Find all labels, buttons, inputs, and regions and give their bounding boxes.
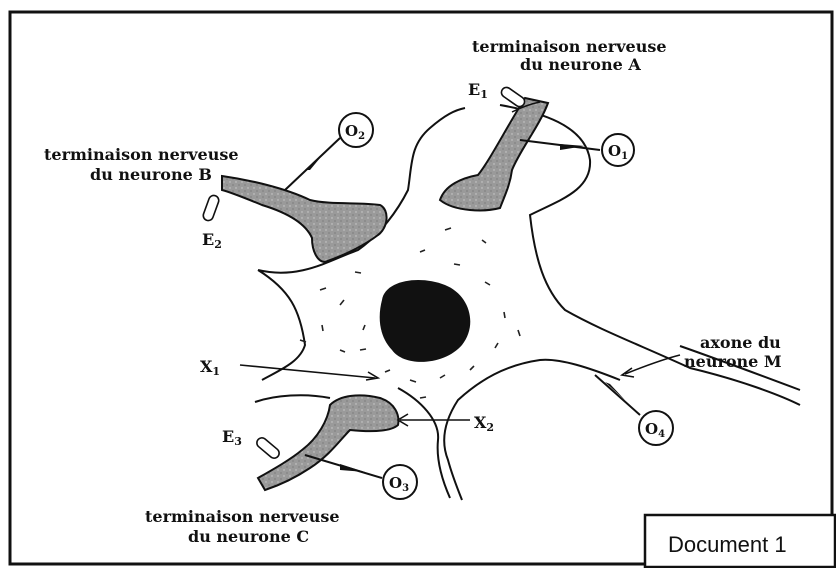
probe-o2 xyxy=(285,113,373,190)
terminal-neurone-a xyxy=(440,98,548,210)
label-neurone-c-line2: du neurone C xyxy=(188,527,309,546)
label-e3: E3 xyxy=(222,427,242,448)
label-axone-line2: neurone M xyxy=(684,352,782,371)
label-neurone-b-line2: du neurone B xyxy=(90,165,212,184)
label-x1: X1 xyxy=(200,357,220,378)
label-x2: X2 xyxy=(474,413,494,434)
label-neurone-c-line1: terminaison nerveuse xyxy=(145,507,340,526)
document-box: Document 1 xyxy=(645,515,835,567)
terminal-neurone-b xyxy=(222,176,387,262)
label-neurone-a-line2: du neurone A xyxy=(520,55,641,74)
electrode-e3 xyxy=(255,436,281,460)
pointer-x1 xyxy=(240,365,378,380)
document-title: Document 1 xyxy=(668,532,787,557)
electrode-e2 xyxy=(202,194,220,222)
nucleus xyxy=(380,280,471,362)
pointer-x2 xyxy=(398,414,470,426)
label-neurone-a-line1: terminaison nerveuse xyxy=(472,37,667,56)
label-axone-line1: axone du xyxy=(700,333,781,352)
label-e2: E2 xyxy=(202,230,222,251)
label-neurone-b-line1: terminaison nerveuse xyxy=(44,145,239,164)
pointer-axone xyxy=(622,355,680,377)
label-e1: E1 xyxy=(468,80,488,101)
